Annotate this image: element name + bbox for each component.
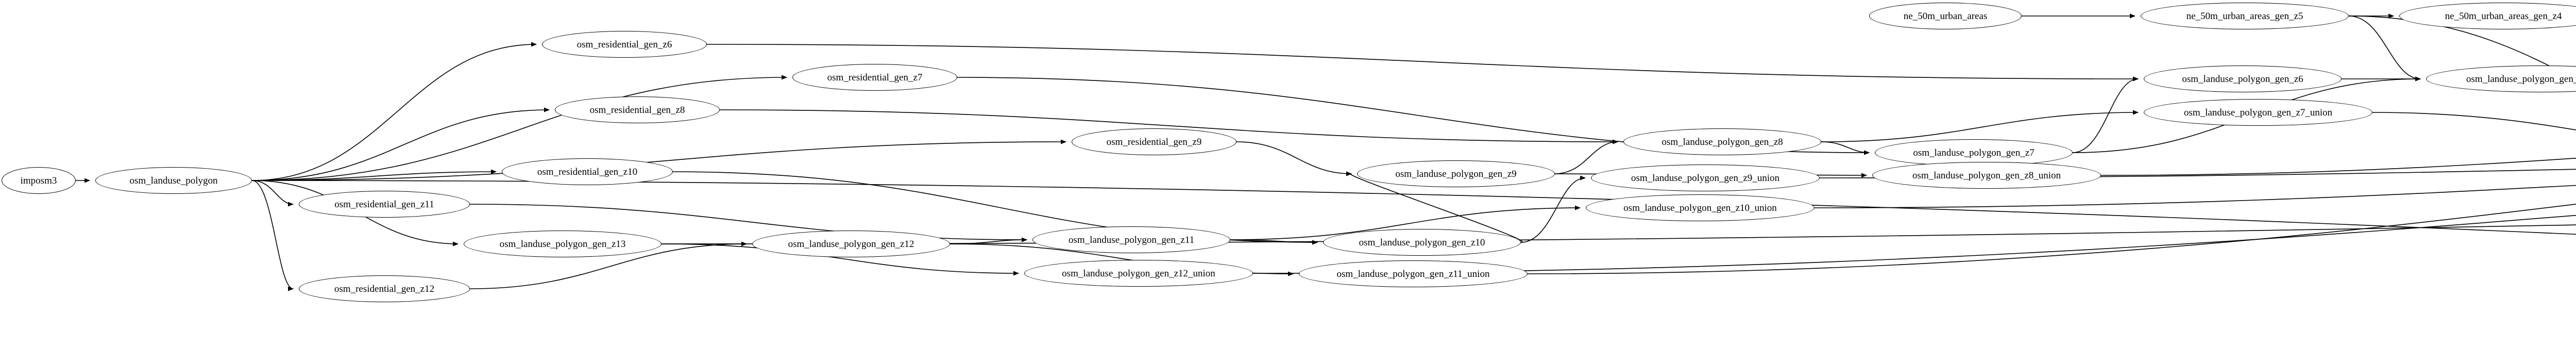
edge-osm-landuse-polygon-gen-z10-to-osm-landuse-polygon-gen-z9-union — [1520, 175, 1586, 243]
graph-node-label: ne_50m_urban_areas_gen_z5 — [2186, 10, 2303, 22]
graph-node-label: osm_landuse_polygon_gen_z11 — [1068, 234, 1195, 245]
graph-node-label: osm_residential_gen_z8 — [589, 104, 685, 116]
graph-node-osm-landuse-polygon-gen-z8[interactable]: osm_landuse_polygon_gen_z8 — [1623, 128, 1821, 155]
graph-node-osm-residential-gen-z10[interactable]: osm_residential_gen_z10 — [502, 158, 673, 185]
graph-node-osm-landuse-polygon-gen-z11-union[interactable]: osm_landuse_polygon_gen_z11_union — [1299, 260, 1528, 287]
graph-node-ne-50m-urban-areas-gen-z5[interactable]: ne_50m_urban_areas_gen_z5 — [2141, 3, 2349, 29]
graph-node-osm-residential-gen-z6[interactable]: osm_residential_gen_z6 — [542, 31, 707, 58]
edge-osm-residential-gen-z6-to-osm-landuse-polygon-gen-z6 — [706, 44, 2139, 81]
graph-node-osm-landuse-polygon-gen-z6[interactable]: osm_landuse_polygon_gen_z6 — [2144, 65, 2342, 92]
graph-node-osm-landuse-polygon-gen-z13[interactable]: osm_landuse_polygon_gen_z13 — [464, 231, 662, 257]
graph-node-osm-landuse-polygon-gen-z9[interactable]: osm_landuse_polygon_gen_z9 — [1357, 160, 1555, 187]
graph-node-label: osm_residential_gen_z10 — [537, 166, 638, 177]
edge-osm-landuse-polygon-to-osm-residential-gen-z11 — [251, 180, 294, 207]
edge-ne-50m-urban-areas-gen-z5-to-osm-landuse-polygon-gen-z6-union — [2348, 15, 2421, 81]
edge-osm-landuse-polygon-gen-z11-to-osm-landuse-polygon-gen-z10-union — [1230, 205, 1581, 240]
graph-node-label: osm_landuse_polygon_gen_z13 — [499, 238, 626, 250]
edge-osm-residential-gen-z9-to-osm-landuse-polygon-gen-z9 — [1236, 141, 1352, 176]
graph-node-label: osm_residential_gen_z7 — [827, 72, 923, 83]
edge-osm-landuse-polygon-gen-z7-union-to-layer-z7 — [2372, 112, 2576, 130]
edge-osm-landuse-polygon-gen-z13-to-layer-z13 — [661, 224, 2576, 244]
graph-node-osm-residential-gen-z8[interactable]: osm_residential_gen_z8 — [555, 96, 720, 123]
graph-node-osm-landuse-polygon-gen-z12[interactable]: osm_landuse_polygon_gen_z12 — [752, 231, 950, 257]
graph-node-label: osm_landuse_polygon_gen_z9 — [1395, 168, 1517, 179]
graph-node-osm-landuse-polygon[interactable]: osm_landuse_polygon — [95, 167, 252, 194]
graph-node-osm-residential-gen-z11[interactable]: osm_residential_gen_z11 — [299, 191, 470, 218]
graph-node-osm-landuse-polygon-gen-z10[interactable]: osm_landuse_polygon_gen_z10 — [1323, 229, 1521, 256]
graph-node-label: osm_landuse_polygon_gen_z10 — [1359, 237, 1485, 248]
edge-osm-landuse-polygon-gen-z12-union-to-layer-z12 — [1252, 215, 2576, 274]
graph-node-label: osm_landuse_polygon_gen_z12 — [788, 238, 914, 250]
edge-osm-landuse-polygon-gen-z13-to-osm-landuse-polygon-gen-z12-union — [661, 243, 1019, 276]
graph-node-label: imposm3 — [20, 175, 57, 186]
graph-node-osm-residential-gen-z7[interactable]: osm_residential_gen_z7 — [792, 64, 957, 91]
edge-osm-residential-gen-z12-to-osm-landuse-polygon-gen-z12 — [469, 241, 747, 289]
edge-osm-landuse-polygon-gen-z8-union-to-layer-z8 — [2100, 157, 2576, 176]
graph-node-imposm3[interactable]: imposm3 — [2, 167, 76, 194]
graph-node-osm-landuse-polygon-gen-z8-union[interactable]: osm_landuse_polygon_gen_z8_union — [1872, 162, 2101, 189]
edge-osm-residential-gen-z10-to-osm-landuse-polygon-gen-z10 — [672, 171, 1318, 245]
edge-osm-landuse-polygon-gen-z8-to-osm-landuse-polygon-gen-z7-union — [1821, 110, 2139, 142]
edge-osm-landuse-polygon-to-osm-residential-gen-z12 — [251, 180, 294, 291]
graph-node-osm-landuse-polygon-gen-z10-union[interactable]: osm_landuse_polygon_gen_z10_union — [1586, 194, 1815, 221]
graph-node-osm-landuse-polygon-gen-z7-union[interactable]: osm_landuse_polygon_gen_z7_union — [2144, 99, 2372, 126]
graph-node-label: osm_landuse_polygon_gen_z8_union — [1912, 170, 2061, 181]
graph-node-ne-50m-urban-areas[interactable]: ne_50m_urban_areas — [1869, 3, 2022, 29]
edge-osm-landuse-polygon-to-osm-residential-gen-z7 — [251, 75, 787, 181]
graph-node-label: ne_50m_urban_areas — [1903, 10, 1988, 22]
edge-osm-landuse-polygon-gen-z9-to-osm-landuse-polygon-gen-z8 — [1554, 139, 1618, 174]
edge-paths — [76, 13, 2576, 291]
graph-node-label: osm_landuse_polygon_gen_z6 — [2182, 73, 2303, 85]
edge-osm-residential-gen-z8-to-osm-landuse-polygon-gen-z8 — [719, 109, 1618, 144]
graph-node-label: ne_50m_urban_areas_gen_z4 — [2445, 10, 2562, 22]
graph-node-osm-landuse-polygon-gen-z11[interactable]: osm_landuse_polygon_gen_z11 — [1032, 226, 1230, 253]
edge-osm-landuse-polygon-to-osm-residential-gen-z6 — [251, 42, 537, 181]
graph-node-label: osm_landuse_polygon_gen_z8 — [1662, 136, 1783, 147]
edge-ne-50m-urban-areas-gen-z5-to-layer-z5 — [2348, 15, 2576, 80]
graph-node-label: osm_residential_gen_z11 — [334, 199, 434, 210]
graph-node-label: osm_landuse_polygon — [129, 175, 218, 186]
edge-osm-landuse-polygon-gen-z11-union-to-layer-z11 — [1527, 204, 2576, 274]
graph-node-label: osm_residential_gen_z12 — [334, 283, 435, 294]
graph-node-label: osm_landuse_polygon_gen_z7_union — [2183, 107, 2333, 118]
edge-osm-landuse-polygon-gen-z7-to-osm-landuse-polygon-gen-z6 — [2072, 76, 2139, 153]
graph-node-label: osm_landuse_polygon_gen_z6_union — [2466, 73, 2576, 85]
edge-osm-landuse-polygon-to-layer-z14plus — [251, 180, 2576, 235]
graph-node-label: osm_landuse_polygon_gen_z12_union — [1062, 268, 1215, 279]
edge-osm-landuse-polygon-to-osm-residential-gen-z8 — [251, 107, 550, 181]
edge-osm-landuse-polygon-gen-z8-to-osm-landuse-polygon-gen-z7 — [1821, 141, 1870, 155]
graph-node-label: osm_landuse_polygon_gen_z9_union — [1631, 172, 1780, 184]
graph-node-label: osm_landuse_polygon_gen_z10_union — [1623, 202, 1777, 213]
graph-node-label: osm_residential_gen_z6 — [577, 39, 672, 50]
graph-node-osm-residential-gen-z12[interactable]: osm_residential_gen_z12 — [299, 275, 470, 302]
graph-node-label: osm_landuse_polygon_gen_z11_union — [1336, 268, 1490, 279]
graph-node-osm-residential-gen-z9[interactable]: osm_residential_gen_z9 — [1072, 128, 1236, 155]
graph-node-label: osm_landuse_polygon_gen_z7 — [1913, 147, 2035, 158]
graph-node-label: osm_residential_gen_z9 — [1106, 136, 1202, 147]
edge-osm-landuse-polygon-gen-z10-union-to-layer-z10 — [1814, 185, 2576, 208]
edge-osm-landuse-polygon-to-osm-residential-gen-z9 — [251, 139, 1066, 181]
graph-node-osm-landuse-polygon-gen-z12-union[interactable]: osm_landuse_polygon_gen_z12_union — [1024, 260, 1253, 287]
graph-node-osm-landuse-polygon-gen-z9-union[interactable]: osm_landuse_polygon_gen_z9_union — [1591, 164, 1820, 191]
